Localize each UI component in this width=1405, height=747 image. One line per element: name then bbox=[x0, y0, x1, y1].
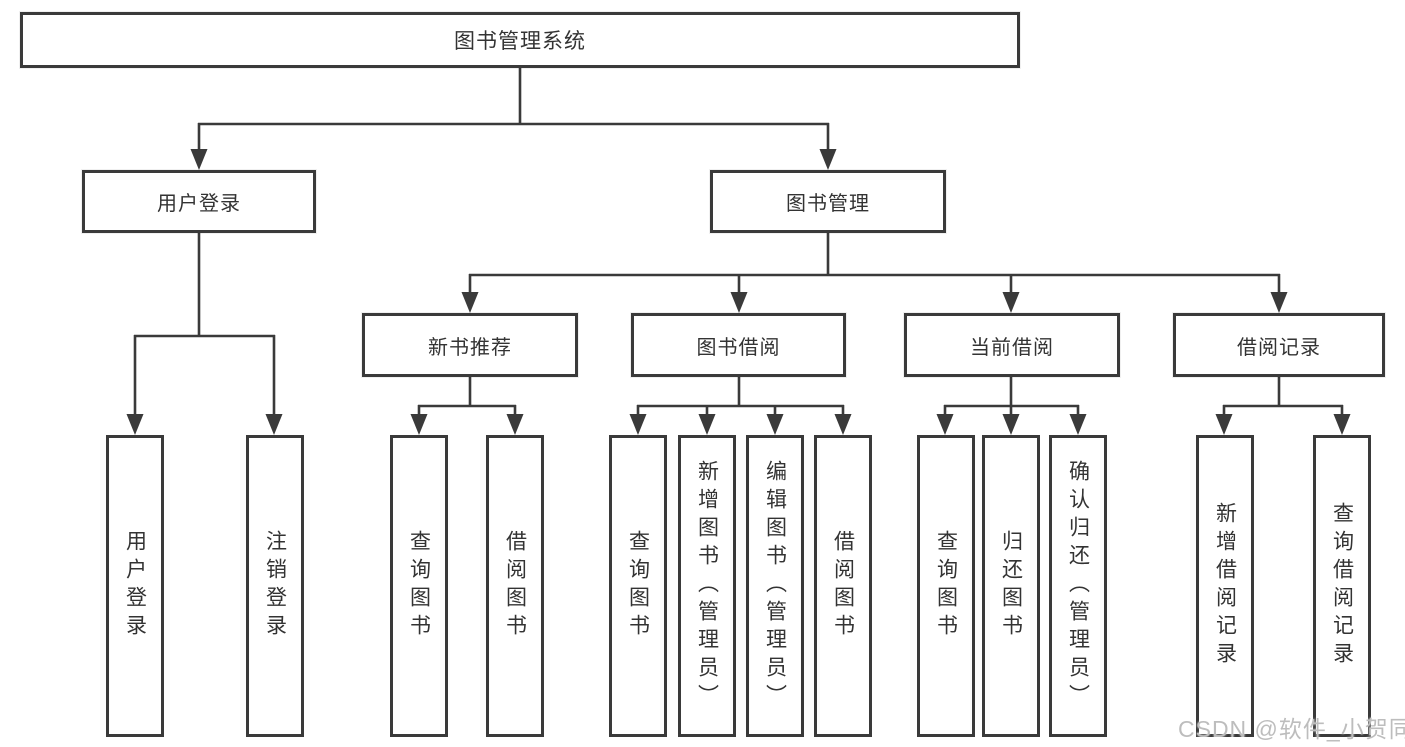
connector-new-book-recommend-to-leaves bbox=[410, 376, 524, 435]
connector-book-management-to-level3 bbox=[461, 232, 1288, 313]
connector-book-borrow-to-leaves bbox=[629, 376, 852, 435]
leaf-query-books-recommend-label: 查询图书 bbox=[407, 530, 431, 642]
node-borrow-records: 借阅记录 bbox=[1173, 313, 1385, 377]
connector-root-to-level2 bbox=[190, 66, 837, 170]
leaf-query-books-borrow-label: 查询图书 bbox=[626, 530, 650, 642]
leaf-user-login: 用户登录 bbox=[106, 435, 164, 737]
node-book-management-label: 图书管理 bbox=[786, 193, 870, 215]
leaf-return-book: 归还图书 bbox=[982, 435, 1040, 737]
leaf-edit-book-admin: 编辑图书（管理员） bbox=[746, 435, 804, 737]
leaf-confirm-return-admin: 确认归还（管理员） bbox=[1049, 435, 1107, 737]
node-root-system: 图书管理系统 bbox=[20, 12, 1020, 68]
leaf-query-borrow-record: 查询借阅记录 bbox=[1313, 435, 1371, 737]
leaf-add-book-admin: 新增图书（管理员） bbox=[678, 435, 736, 737]
node-book-borrow-label: 图书借阅 bbox=[696, 336, 781, 359]
node-user-login: 用户登录 bbox=[82, 170, 316, 233]
leaf-borrow-books-borrow-label: 借阅图书 bbox=[831, 530, 855, 642]
leaf-logout: 注销登录 bbox=[246, 435, 304, 737]
leaf-borrow-books-borrow: 借阅图书 bbox=[814, 435, 872, 737]
leaf-add-borrow-record: 新增借阅记录 bbox=[1196, 435, 1254, 737]
node-new-book-recommend-label: 新书推荐 bbox=[428, 336, 512, 359]
connector-borrow-records-to-leaves bbox=[1215, 376, 1351, 435]
node-root-label: 图书管理系统 bbox=[454, 30, 586, 53]
node-book-borrow: 图书借阅 bbox=[631, 313, 846, 377]
leaf-query-borrow-record-label: 查询借阅记录 bbox=[1330, 502, 1354, 670]
csdn-watermark: CSDN @软件_小贺同学 bbox=[1178, 716, 1405, 742]
leaf-query-books-recommend: 查询图书 bbox=[390, 435, 448, 737]
leaf-query-books-borrow: 查询图书 bbox=[609, 435, 667, 737]
leaf-borrow-books-recommend: 借阅图书 bbox=[486, 435, 544, 737]
node-current-borrow: 当前借阅 bbox=[904, 313, 1120, 377]
leaf-add-book-admin-label: 新增图书（管理员） bbox=[695, 460, 719, 712]
node-user-login-label: 用户登录 bbox=[157, 193, 241, 215]
leaf-add-borrow-record-label: 新增借阅记录 bbox=[1213, 502, 1237, 670]
leaf-query-books-current-label: 查询图书 bbox=[934, 530, 958, 642]
leaf-logout-label: 注销登录 bbox=[263, 530, 287, 642]
leaf-edit-book-admin-label: 编辑图书（管理员） bbox=[763, 460, 787, 712]
node-book-management: 图书管理 bbox=[710, 170, 946, 233]
leaf-query-books-current: 查询图书 bbox=[917, 435, 975, 737]
leaf-borrow-books-recommend-label: 借阅图书 bbox=[503, 530, 527, 642]
leaf-return-book-label: 归还图书 bbox=[999, 530, 1023, 642]
leaf-confirm-return-admin-label: 确认归还（管理员） bbox=[1066, 460, 1090, 712]
node-current-borrow-label: 当前借阅 bbox=[970, 336, 1054, 359]
connector-user-login-to-leaves bbox=[126, 232, 283, 435]
connector-current-borrow-to-leaves bbox=[936, 376, 1087, 435]
node-new-book-recommend: 新书推荐 bbox=[362, 313, 578, 377]
leaf-user-login-label: 用户登录 bbox=[123, 530, 147, 642]
node-borrow-records-label: 借阅记录 bbox=[1237, 336, 1321, 359]
